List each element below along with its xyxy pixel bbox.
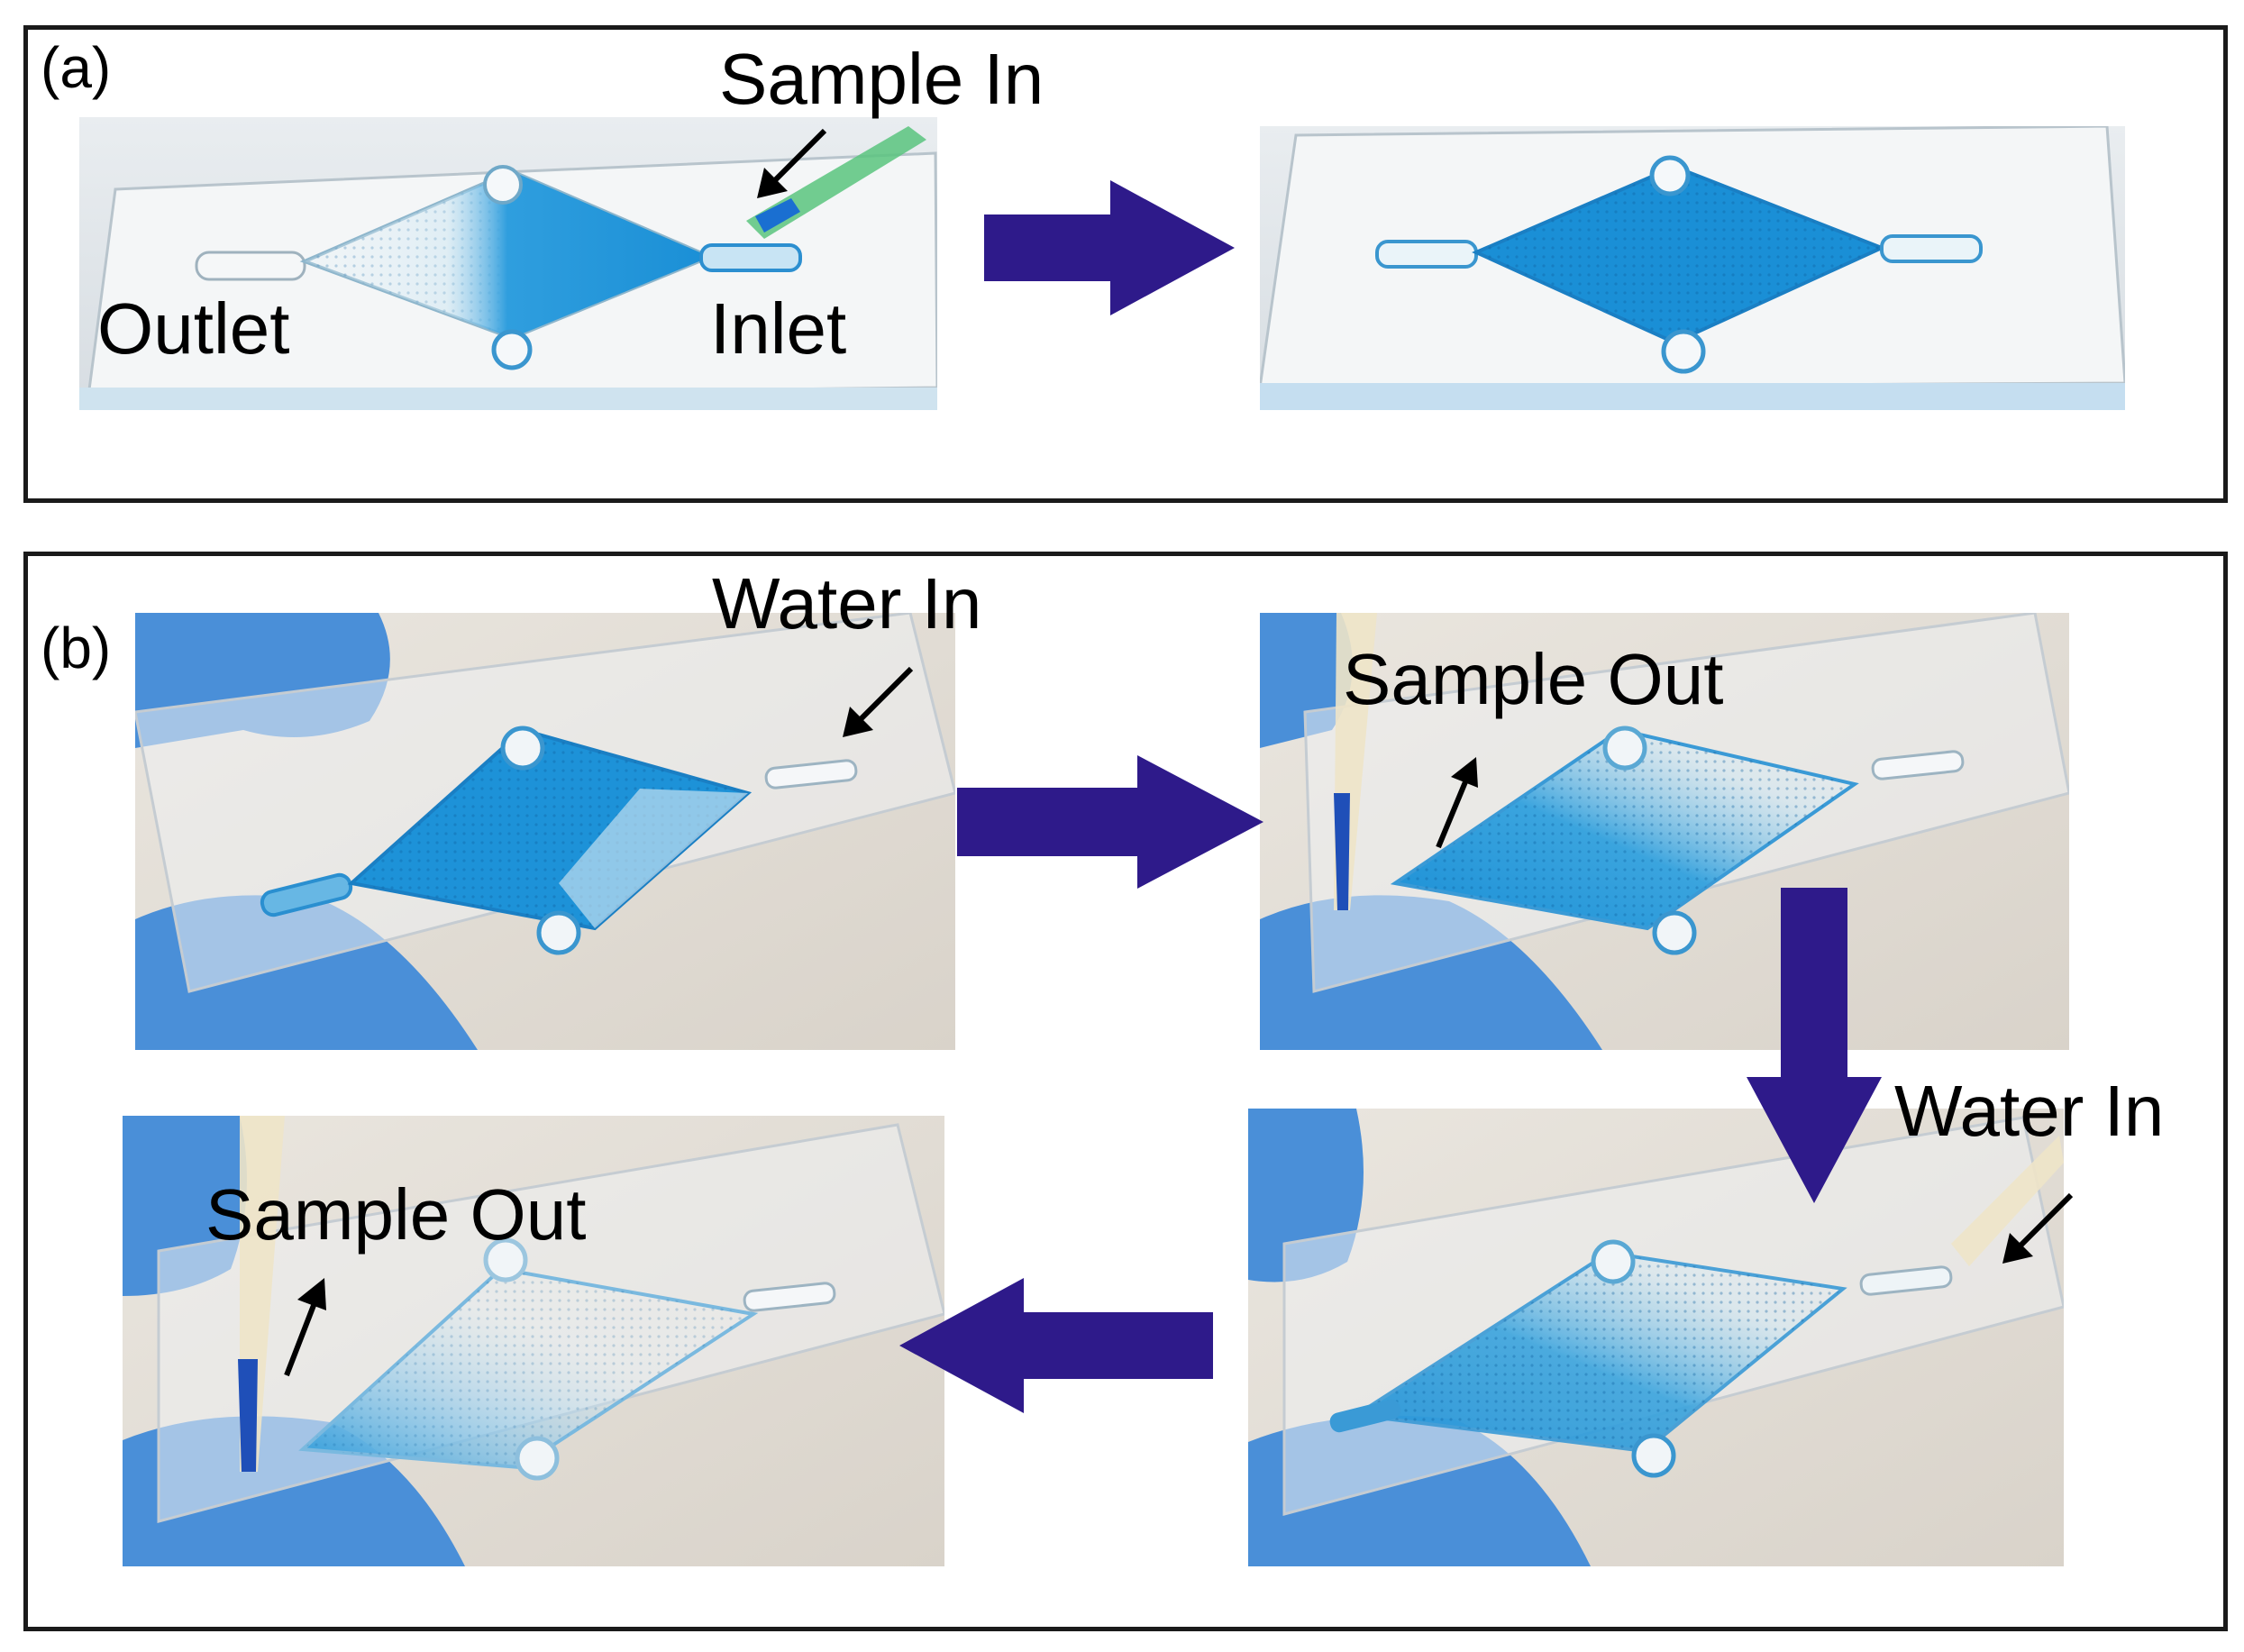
chip-photo-a-filled bbox=[1260, 126, 2125, 410]
label-sample-out-bottom: Sample Out bbox=[205, 1174, 587, 1255]
flow-arrow-down-b bbox=[1747, 888, 1882, 1203]
label-water-in-top: Water In bbox=[712, 563, 982, 643]
pointer-arrow-sample-out-top bbox=[1436, 757, 1478, 849]
chip-photo-b-loaded bbox=[135, 613, 955, 1050]
pointer-arrow-sample-in bbox=[757, 128, 827, 198]
flow-arrow-right-b bbox=[957, 755, 1263, 889]
chip-photo-b-sample-out bbox=[1260, 613, 2069, 1050]
label-water-in-bottom: Water In bbox=[1894, 1071, 2165, 1151]
pointer-arrow-water-in-bottom bbox=[2002, 1192, 2074, 1264]
label-sample-out-top: Sample Out bbox=[1343, 639, 1724, 719]
flow-arrow-right-a bbox=[984, 180, 1235, 315]
flow-arrow-left-b bbox=[899, 1278, 1213, 1413]
chip-photo-b-final-sample-out bbox=[123, 1116, 944, 1566]
label-inlet: Inlet bbox=[710, 288, 847, 369]
label-sample-in: Sample In bbox=[719, 39, 1044, 119]
chip-photo-b-water-in bbox=[1248, 1109, 2064, 1566]
label-outlet: Outlet bbox=[97, 288, 290, 369]
panel-a-label: (a) bbox=[41, 35, 112, 100]
pointer-arrow-water-in-top bbox=[843, 666, 914, 737]
pointer-arrow-sample-out-bottom bbox=[284, 1278, 326, 1377]
chip-photo-a-filling bbox=[79, 117, 937, 410]
panel-b-label: (b) bbox=[41, 616, 112, 680]
